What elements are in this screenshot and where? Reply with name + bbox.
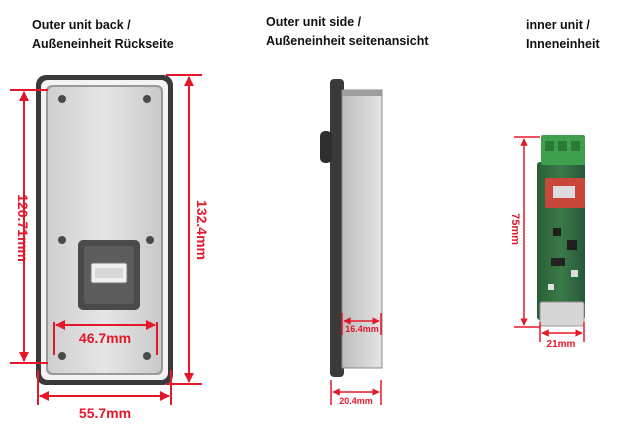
pcb-connector xyxy=(539,301,585,327)
terminal-screw-icon xyxy=(558,141,567,151)
caption-outer-back-line1: Outer unit back / xyxy=(32,18,131,32)
dim-back-height-left: 120.71mm xyxy=(15,194,31,262)
screw-icon xyxy=(143,352,151,360)
caption-outer-back-line2: Außeneinheit Rückseite xyxy=(32,37,174,51)
chip-icon xyxy=(567,240,577,250)
dim-inner-width: 21mm xyxy=(547,339,576,350)
outer-unit-side: 16.4mm 20.4mm xyxy=(320,79,383,406)
side-body-top xyxy=(342,90,382,96)
caption-inner-line2: Inneneinheit xyxy=(526,37,600,51)
screw-icon xyxy=(58,236,66,244)
outer-unit-back: 46.7mm 55.7mm 120.71mm 132.4mm xyxy=(10,74,210,421)
caption-outer-side-line1: Outer unit side / xyxy=(266,15,362,29)
caption-inner: inner unit / Inneneinheit xyxy=(526,16,600,54)
chip-icon xyxy=(551,258,565,266)
terminal-screw-icon xyxy=(545,141,554,151)
dim-side-depth-inner: 16.4mm xyxy=(345,324,379,334)
dim-back-width: 55.7mm xyxy=(79,405,131,421)
component-icon xyxy=(548,284,554,290)
caption-inner-line1: inner unit / xyxy=(526,18,590,32)
caption-outer-side: Outer unit side / Außeneinheit seitenans… xyxy=(266,13,429,51)
component-icon xyxy=(571,270,578,277)
inner-unit: 75mm 21mm xyxy=(509,135,585,350)
caption-outer-back: Outer unit back / Außeneinheit Rückseite xyxy=(32,16,174,54)
caption-outer-side-line2: Außeneinheit seitenansicht xyxy=(266,34,429,48)
screw-icon xyxy=(143,95,151,103)
screw-icon xyxy=(58,352,66,360)
dim-back-height-right: 132.4mm xyxy=(194,200,210,260)
terminal-screw-icon xyxy=(571,141,580,151)
dim-inner-height: 75mm xyxy=(509,213,521,245)
relay-label xyxy=(553,186,575,198)
side-housing-edge xyxy=(330,79,344,377)
chip-icon xyxy=(553,228,561,236)
screw-icon xyxy=(58,95,66,103)
dim-side-depth-outer: 20.4mm xyxy=(339,396,373,406)
side-button xyxy=(320,131,332,163)
screw-icon xyxy=(146,236,154,244)
dim-back-inner-width: 46.7mm xyxy=(79,330,131,346)
fingerprint-sensor xyxy=(95,268,123,278)
